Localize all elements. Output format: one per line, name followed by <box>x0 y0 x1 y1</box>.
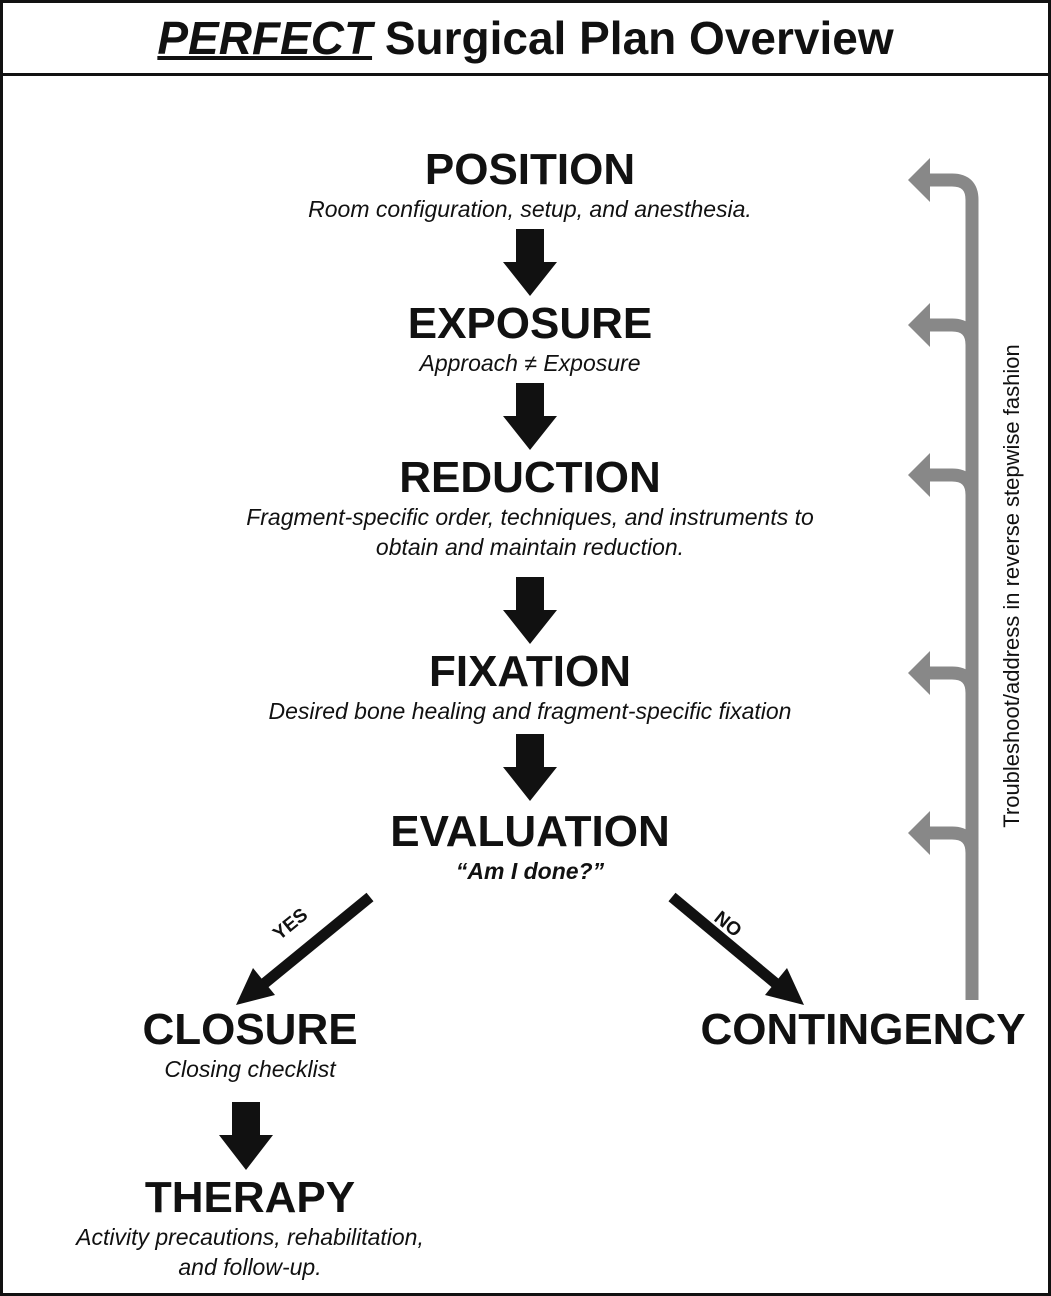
step-fixation: FIXATION Desired bone healing and fragme… <box>190 648 870 726</box>
arrow-closure-to-therapy <box>219 1102 273 1170</box>
step-exposure: EXPOSURE Approach ≠ Exposure <box>280 300 780 378</box>
step-reduction-description: Fragment-specific order, techniques, and… <box>246 504 814 560</box>
arrow-exposure-to-reduction <box>503 383 557 450</box>
step-therapy: THERAPY Activity precautions, rehabilita… <box>55 1174 445 1282</box>
title-emphasis: PERFECT <box>157 12 373 64</box>
step-reduction-label: REDUCTION <box>399 453 661 502</box>
arrow-fixation-to-evaluation <box>503 734 557 801</box>
step-therapy-description: Activity precautions, rehabilitation, an… <box>76 1224 424 1280</box>
step-position-label: POSITION <box>424 145 636 194</box>
arrow-no-branch <box>668 892 804 1005</box>
step-therapy-label: THERAPY <box>144 1173 356 1222</box>
step-position-description: Room configuration, setup, and anesthesi… <box>308 196 752 222</box>
loop-label: Troubleshoot/address in reverse stepwise… <box>999 344 1024 828</box>
step-closure-label: CLOSURE <box>142 1005 358 1054</box>
arrow-position-to-exposure <box>503 229 557 296</box>
step-evaluation-description: “Am I done?” <box>455 858 605 884</box>
step-contingency-label: CONTINGENCY <box>700 1005 1026 1054</box>
feedback-loop <box>908 158 979 1000</box>
step-exposure-label: EXPOSURE <box>407 299 653 348</box>
step-evaluation-label: EVALUATION <box>390 807 670 856</box>
step-fixation-description: Desired bone healing and fragment-specif… <box>268 698 792 724</box>
step-contingency: CONTINGENCY <box>680 1006 1046 1054</box>
step-exposure-description: Approach ≠ Exposure <box>419 350 641 376</box>
step-closure: CLOSURE Closing checklist <box>60 1006 440 1084</box>
step-reduction: REDUCTION Fragment-specific order, techn… <box>240 454 820 562</box>
step-position: POSITION Room configuration, setup, and … <box>220 146 840 224</box>
step-closure-description: Closing checklist <box>164 1056 336 1082</box>
arrow-yes-branch <box>236 892 374 1005</box>
title-rest: Surgical Plan Overview <box>384 12 894 64</box>
page-title: PERFECT Surgical Plan Overview <box>0 0 1051 76</box>
step-fixation-label: FIXATION <box>428 647 632 696</box>
step-evaluation: EVALUATION “Am I done?” <box>280 808 780 886</box>
arrow-reduction-to-fixation <box>503 577 557 644</box>
